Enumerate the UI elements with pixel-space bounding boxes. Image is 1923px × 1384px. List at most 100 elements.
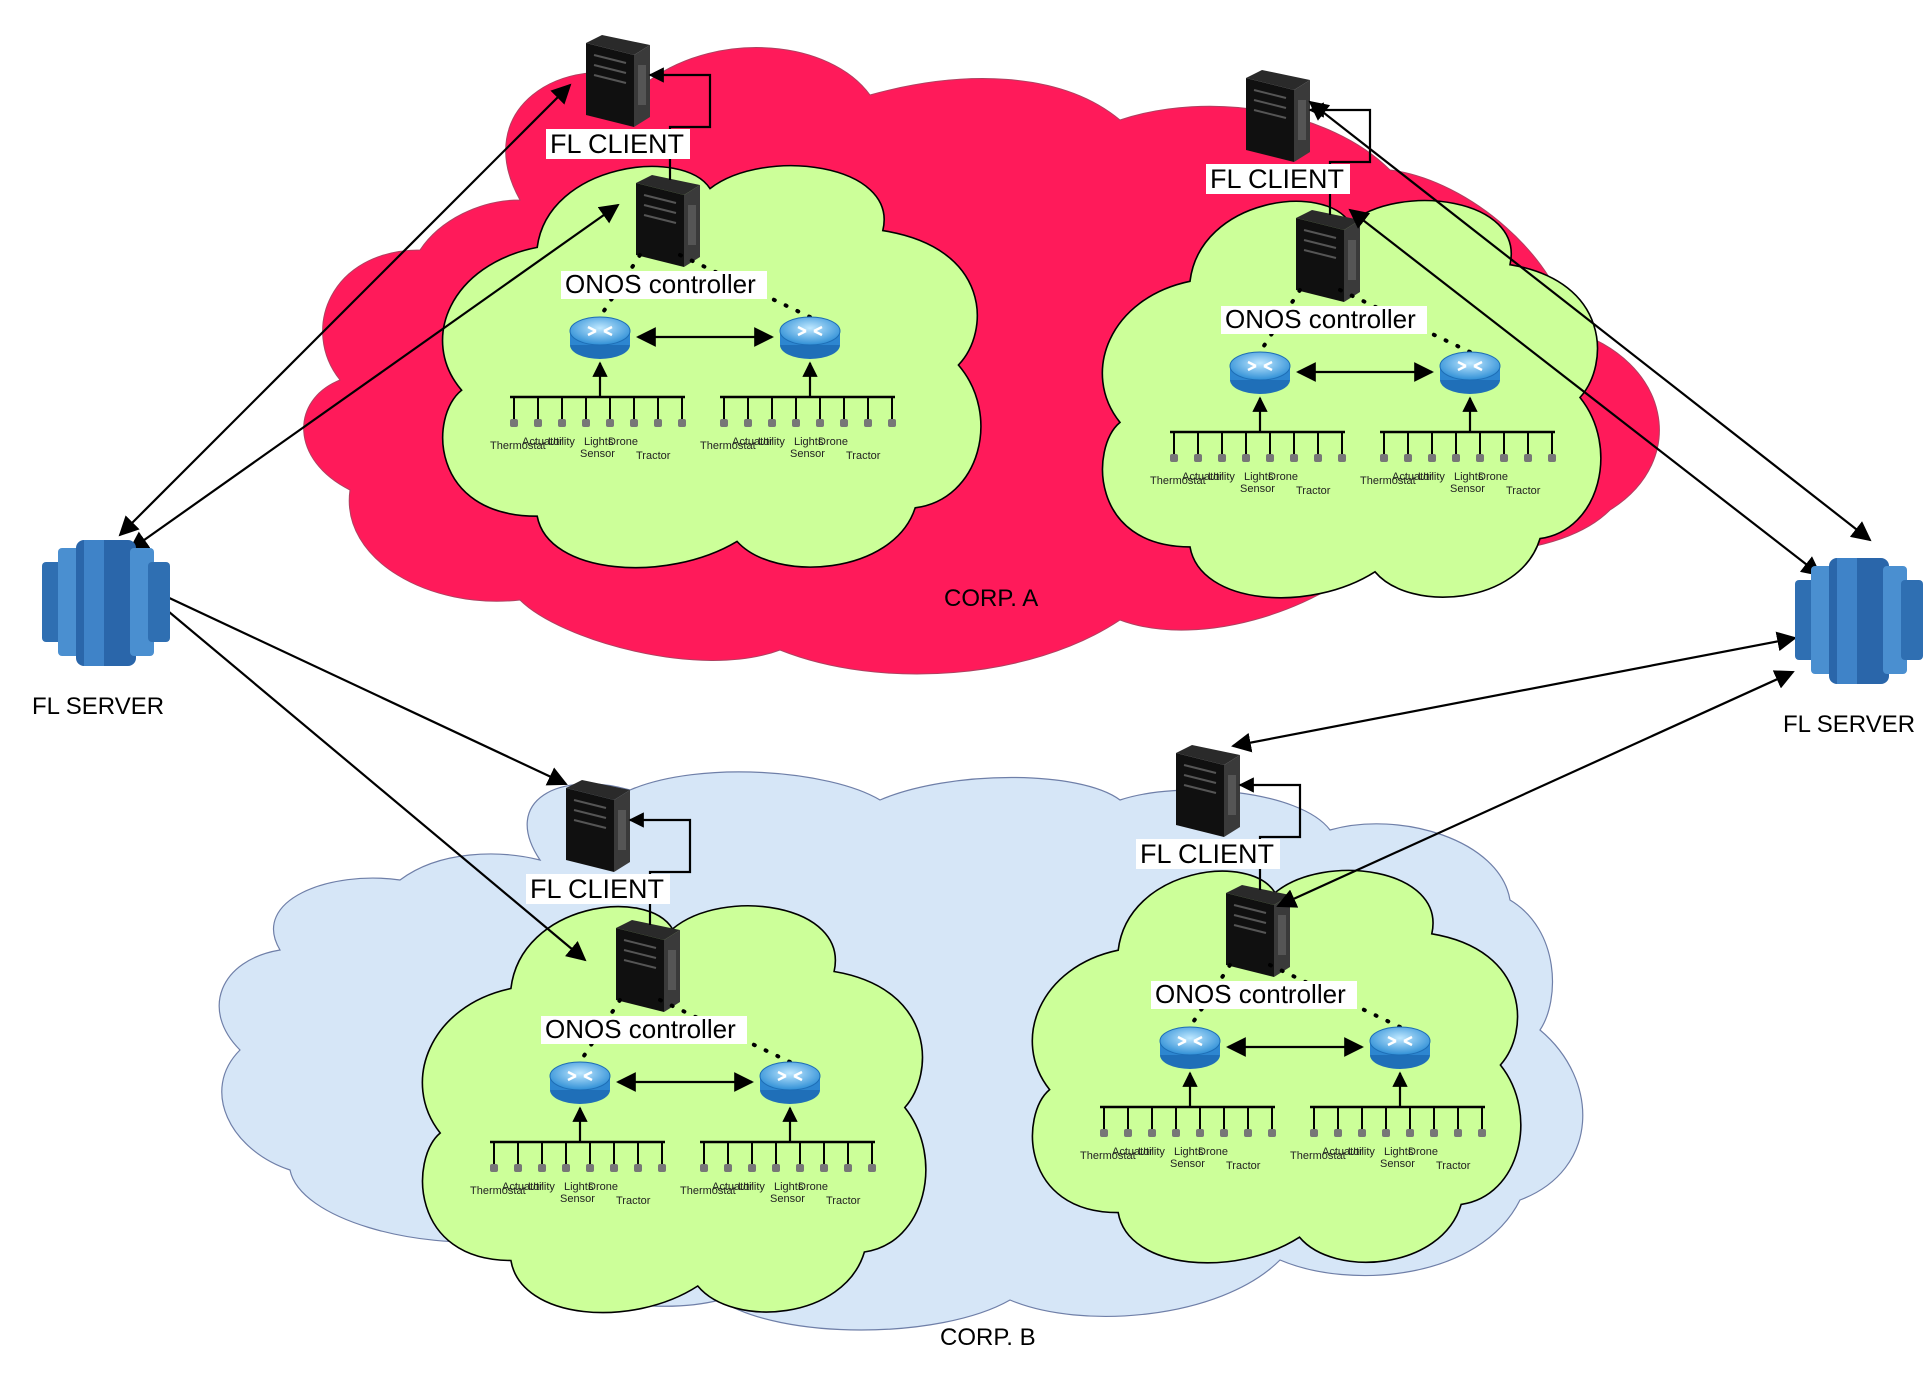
fl-client-label: FL CLIENT [530, 874, 664, 904]
switch-router-icon [758, 1060, 822, 1106]
device-icon [1170, 454, 1178, 462]
device-label: Drone [1268, 471, 1298, 483]
device-label: Actuator [1182, 471, 1223, 483]
fl-server-left-label: FL SERVER [32, 693, 164, 720]
device-icon [558, 419, 566, 427]
device-label: Drone [1408, 1146, 1438, 1158]
device-label: Actuator [1322, 1146, 1363, 1158]
fl-server-right-icon [1795, 558, 1923, 684]
device-icon [1548, 454, 1556, 462]
device-label: Lights [1174, 1146, 1204, 1158]
device-icon [796, 1164, 804, 1172]
device-icon [1310, 1129, 1318, 1137]
device-label: Utility [1138, 1146, 1165, 1158]
device-icon [610, 1164, 618, 1172]
fl-client-label: FL CLIENT [1210, 164, 1344, 194]
device-icon [868, 1164, 876, 1172]
corp-b-label: CORP. B [940, 1324, 1036, 1351]
fl-client-label: FL CLIENT [1140, 839, 1274, 869]
device-icon [1406, 1129, 1414, 1137]
device-icon [844, 1164, 852, 1172]
device-label: Tractor [1506, 485, 1541, 497]
device-label: Drone [798, 1181, 828, 1193]
device-label: Sensor [1240, 483, 1275, 495]
controller-link [1188, 963, 1232, 1029]
device-icon [888, 419, 896, 427]
device-icon [1148, 1129, 1156, 1137]
device-icon [1124, 1129, 1132, 1137]
device-label: Tractor [846, 450, 881, 462]
device-icon [1194, 454, 1202, 462]
fl-server-right-label: FL SERVER [1783, 711, 1915, 738]
device-icon [772, 1164, 780, 1172]
device-label: Sensor [580, 448, 615, 460]
device-label: Lights [1244, 471, 1274, 483]
device-icon [606, 419, 614, 427]
device-label: Drone [588, 1181, 618, 1193]
device-icon [678, 419, 686, 427]
device-label: Tractor [1296, 485, 1331, 497]
device-icon [1218, 454, 1226, 462]
corp-a-label: CORP. A [944, 585, 1038, 612]
device-icon [720, 419, 728, 427]
onos-controller-label: ONOS controller [565, 269, 756, 299]
switch-router-icon [548, 1060, 612, 1106]
onos-controller-label: ONOS controller [1225, 304, 1416, 334]
device-label: Utility [1418, 471, 1445, 483]
device-icon [840, 419, 848, 427]
fl-server-left-icon [42, 540, 170, 666]
device-label: Thermostat [1290, 1150, 1346, 1162]
fl-server-right: FL SERVER [1783, 558, 1923, 738]
device-icon [586, 1164, 594, 1172]
device-label: Utility [758, 436, 785, 448]
device-label: Lights [774, 1181, 804, 1193]
device-icon [864, 419, 872, 427]
link-serverL-ctrl3 [148, 594, 587, 962]
link-serverR-client4 [1231, 631, 1797, 753]
link-serverR-ctrl2 [1348, 208, 1822, 577]
device-label: Utility [738, 1181, 765, 1193]
controller-link [598, 253, 642, 319]
onos-controller-label: ONOS controller [1155, 979, 1346, 1009]
controller-link [1258, 288, 1302, 354]
device-label: Tractor [1226, 1160, 1261, 1172]
device-icon [724, 1164, 732, 1172]
device-icon [1290, 454, 1298, 462]
link-serverL-client3 [146, 586, 568, 786]
switch-router-icon [1158, 1025, 1222, 1071]
device-label: Thermostat [680, 1185, 736, 1197]
fl-client-server-icon [1175, 744, 1241, 838]
device-icon [1266, 454, 1274, 462]
link-serverL-ctrl1 [128, 203, 620, 552]
device-label: Actuator [732, 436, 773, 448]
device-icon [1454, 1129, 1462, 1137]
switch-router-icon [568, 315, 632, 361]
device-label: Sensor [1170, 1158, 1205, 1170]
device-label: Utility [548, 436, 575, 448]
device-label: Lights [564, 1181, 594, 1193]
device-icon [534, 419, 542, 427]
device-icon [768, 419, 776, 427]
device-icon [816, 419, 824, 427]
device-icon [562, 1164, 570, 1172]
device-icon [1358, 1129, 1366, 1137]
device-label: Drone [608, 436, 638, 448]
domain-cloud [421, 905, 927, 1314]
device-label: Sensor [770, 1193, 805, 1205]
device-icon [1314, 454, 1322, 462]
device-icon [582, 419, 590, 427]
onos-controller-server-icon [635, 174, 701, 268]
device-icon [510, 419, 518, 427]
device-icon [654, 419, 662, 427]
device-icon [658, 1164, 666, 1172]
device-icon [1242, 454, 1250, 462]
fl-client-server-icon [565, 779, 631, 873]
device-label: Tractor [826, 1195, 861, 1207]
device-icon [1476, 454, 1484, 462]
device-label: Utility [528, 1181, 555, 1193]
device-label: Utility [1208, 471, 1235, 483]
